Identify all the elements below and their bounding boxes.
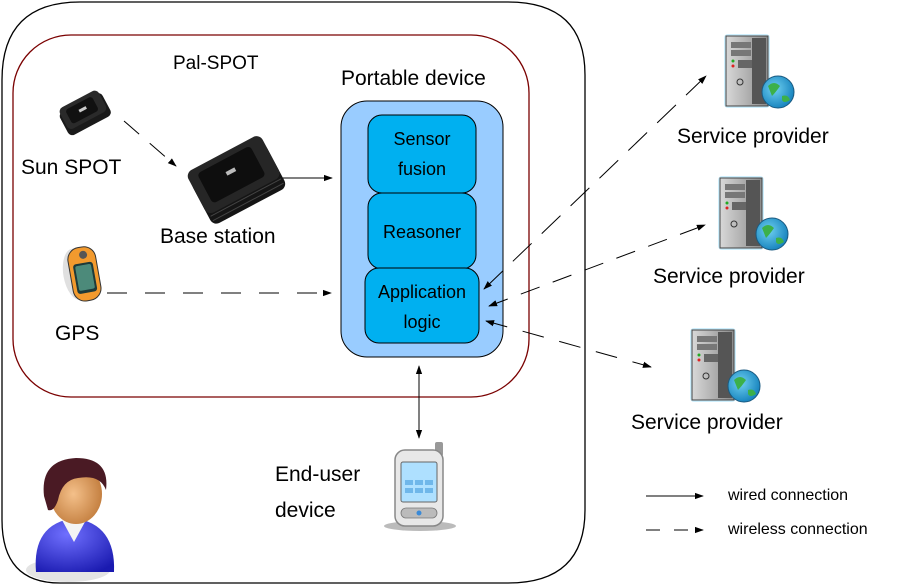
sun-spot-label: Sun SPOT xyxy=(21,156,122,179)
pda-phone-icon xyxy=(384,442,456,531)
end-user-device-label-line1: End-user xyxy=(275,463,361,486)
module-application-logic-label: Application logic xyxy=(377,282,467,332)
user-avatar-icon xyxy=(26,458,115,582)
app-to-provider2-wireless xyxy=(488,224,706,307)
server-globe-icon xyxy=(718,176,789,251)
palspot-title: Pal-SPOT xyxy=(173,53,259,74)
portable-device-title: Portable device xyxy=(341,67,486,90)
module-reasoner-label: Reasoner xyxy=(382,222,462,242)
system-boundary xyxy=(1,1,586,584)
server-globe-icon xyxy=(724,34,795,109)
legend-wired-label: wired connection xyxy=(728,487,849,504)
service-provider-2-label: Service provider xyxy=(653,265,805,288)
app-to-provider3-wireless xyxy=(485,320,652,368)
base-station-label: Base station xyxy=(160,225,276,248)
end-user-device-label-line2: device xyxy=(275,499,336,522)
module-application-logic[interactable] xyxy=(364,267,480,344)
legend-wireless-label: wireless connection xyxy=(728,521,868,538)
gps-label: GPS xyxy=(55,322,100,345)
sensor-device-icon xyxy=(59,90,111,136)
gps-device-icon xyxy=(62,246,102,302)
server-globe-icon xyxy=(690,328,761,403)
app-to-provider1-wireless xyxy=(483,75,707,290)
service-provider-3-label: Service provider xyxy=(631,411,783,434)
service-provider-1-label: Service provider xyxy=(677,125,829,148)
base-station-icon xyxy=(187,136,286,224)
module-sensor-fusion-label: Sensor fusion xyxy=(393,129,451,179)
sunspot-to-basestation-wireless xyxy=(123,120,177,167)
